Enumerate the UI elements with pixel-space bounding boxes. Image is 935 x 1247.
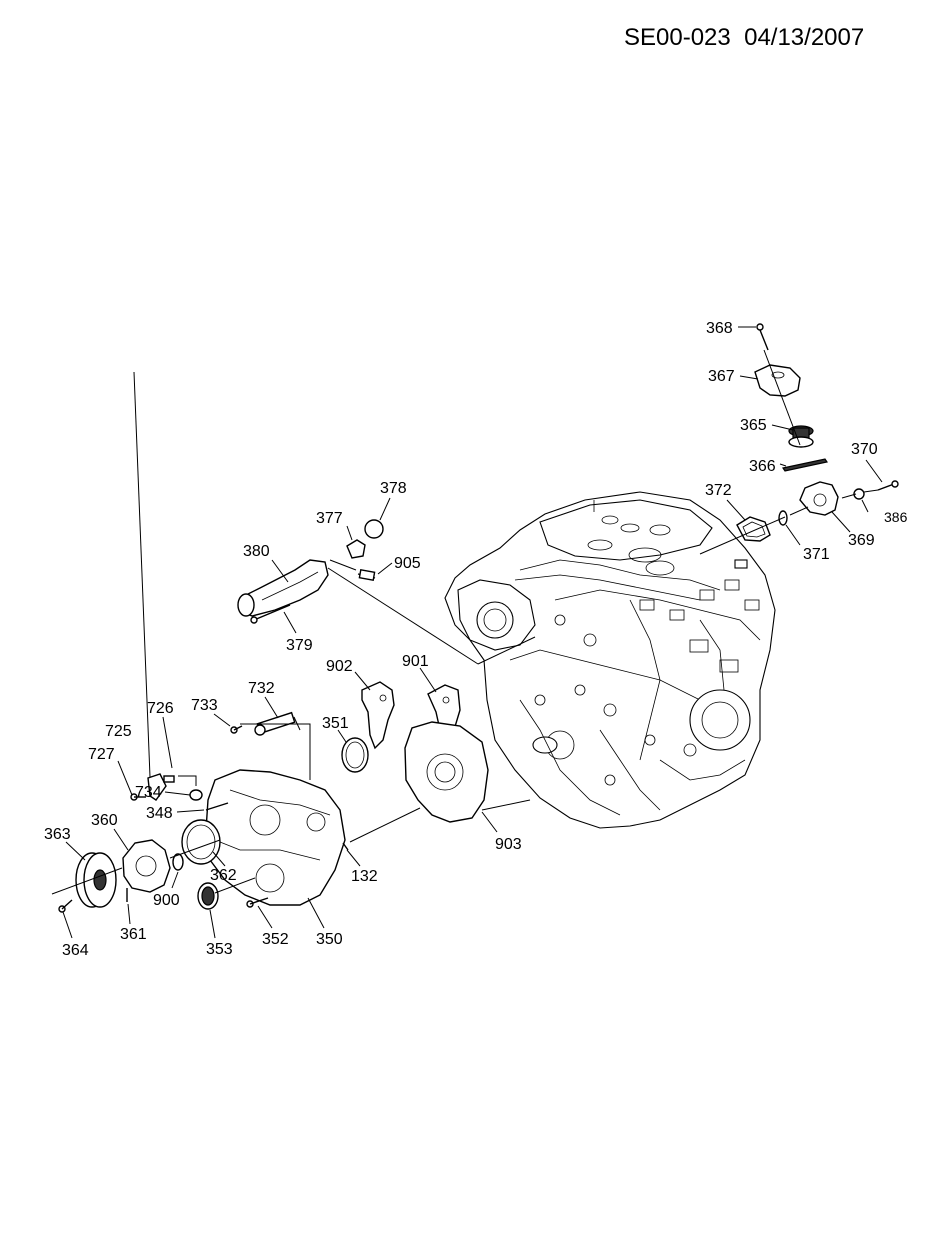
thermostat-365 [788, 425, 814, 448]
callout-902: 902 [326, 658, 353, 675]
callout-363: 363 [44, 826, 71, 843]
diagram-code: SE00-023 [624, 24, 731, 51]
water-pump-360 [122, 839, 171, 893]
callout-352: 352 [262, 931, 289, 948]
gasket-372 [736, 516, 771, 542]
callout-370: 370 [851, 441, 878, 458]
diagram-date: 04/13/2007 [744, 24, 865, 51]
leader-lines [62, 326, 883, 939]
gasket-362 [181, 819, 221, 865]
callout-368: 368 [706, 320, 733, 337]
pipe-380 [239, 559, 329, 617]
bracket-902 [361, 681, 395, 750]
callout-900: 900 [153, 892, 180, 909]
callout-366: 366 [749, 458, 776, 475]
balancer-363 [75, 852, 117, 908]
callout-377: 377 [316, 510, 343, 527]
housing-367 [754, 364, 801, 397]
callout-364: 364 [62, 942, 89, 959]
sensor-732 [254, 711, 296, 736]
callout-901: 901 [402, 653, 429, 670]
callout-727: 727 [88, 746, 115, 763]
bolt-370 [877, 480, 899, 491]
callout-361: 361 [120, 926, 147, 943]
plate-903 [404, 721, 489, 823]
callout-379: 379 [286, 637, 313, 654]
callout-348: 348 [146, 805, 173, 822]
engine-assembly [444, 491, 776, 829]
callout-362: 362 [210, 867, 237, 884]
callout-367: 367 [708, 368, 735, 385]
callout-372: 372 [705, 482, 732, 499]
callout-353: 353 [206, 941, 233, 958]
o-ring-734 [189, 789, 203, 801]
callout-905: 905 [394, 555, 421, 572]
washer-386 [853, 488, 865, 500]
bolt-379 [250, 604, 291, 624]
bolt-352 [246, 897, 269, 908]
callout-726: 726 [147, 700, 174, 717]
bolt-348 [205, 802, 229, 811]
callout-labels: 368 367 365 366 370 372 386 371 369 378 … [44, 320, 908, 959]
timing-cover-350 [205, 769, 346, 906]
bolt-364 [58, 899, 73, 913]
callout-350: 350 [316, 931, 343, 948]
bolt-733 [230, 725, 243, 734]
callout-386: 386 [884, 509, 908, 525]
callout-380: 380 [243, 543, 270, 560]
callout-733: 733 [191, 697, 218, 714]
callout-371: 371 [803, 546, 830, 563]
callout-725: 725 [105, 723, 132, 740]
seal-366 [782, 458, 828, 472]
sensor-725 [147, 773, 175, 801]
o-ring-378 [364, 519, 384, 539]
callout-132: 132 [351, 868, 378, 885]
bolt-368 [756, 323, 769, 351]
stud-905 [357, 569, 376, 581]
o-ring-900 [172, 853, 184, 871]
diagram-header: SE00-023 04/13/2007 [624, 24, 864, 52]
callout-732: 732 [248, 680, 275, 697]
callout-903: 903 [495, 836, 522, 853]
callout-734: 734 [135, 784, 162, 801]
callout-378: 378 [380, 480, 407, 497]
pin-132 [342, 842, 349, 851]
housing-369 [799, 481, 839, 516]
callout-351: 351 [322, 715, 349, 732]
assembly-lines [51, 349, 879, 895]
callout-369: 369 [848, 532, 875, 549]
gasket-377 [346, 539, 366, 559]
callout-365: 365 [740, 417, 767, 434]
callout-360: 360 [91, 812, 118, 829]
